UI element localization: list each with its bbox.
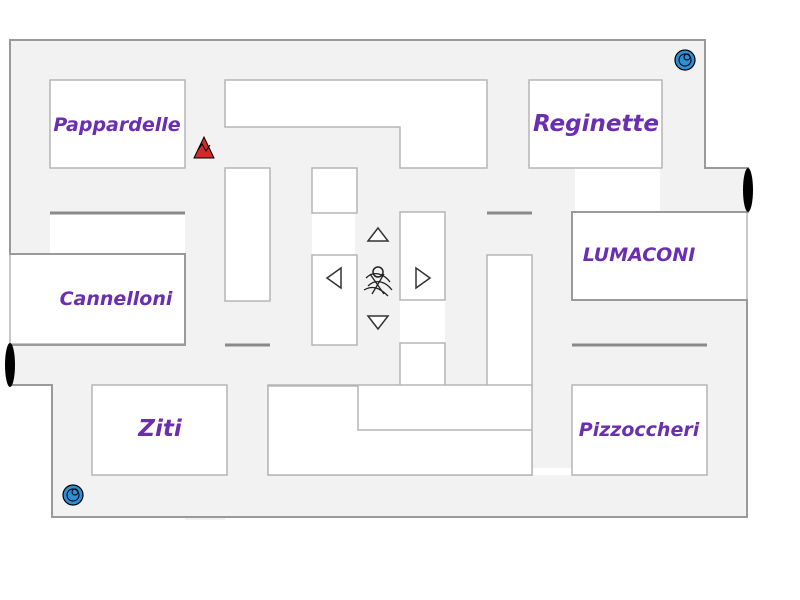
- left-arrow-icon[interactable]: [325, 266, 342, 290]
- portal-icon[interactable]: [674, 49, 696, 71]
- player-icon: [363, 266, 393, 297]
- right-exit-icon[interactable]: [743, 168, 753, 212]
- bottom-wall: [267, 385, 533, 476]
- room-label-pizzoccheri: Pizzoccheri: [579, 419, 700, 441]
- down-arrow-icon[interactable]: [366, 315, 390, 331]
- outer-border: [9, 39, 749, 518]
- enemy-icon: [193, 135, 215, 159]
- room-label-pappardelle: Pappardelle: [53, 114, 180, 136]
- wall-segments: [50, 211, 707, 347]
- room-label-ziti: Ziti: [137, 416, 183, 442]
- up-arrow-icon[interactable]: [366, 226, 390, 242]
- room-label-cannelloni: Cannelloni: [60, 288, 173, 310]
- portal-icon[interactable]: [62, 484, 84, 506]
- top-wall: [224, 79, 488, 169]
- room-label-reginette: Reginette: [533, 111, 659, 137]
- room-label-lumaconi: LUMACONI: [583, 244, 696, 266]
- right-arrow-icon[interactable]: [415, 266, 432, 290]
- left-exit-icon[interactable]: [5, 343, 15, 387]
